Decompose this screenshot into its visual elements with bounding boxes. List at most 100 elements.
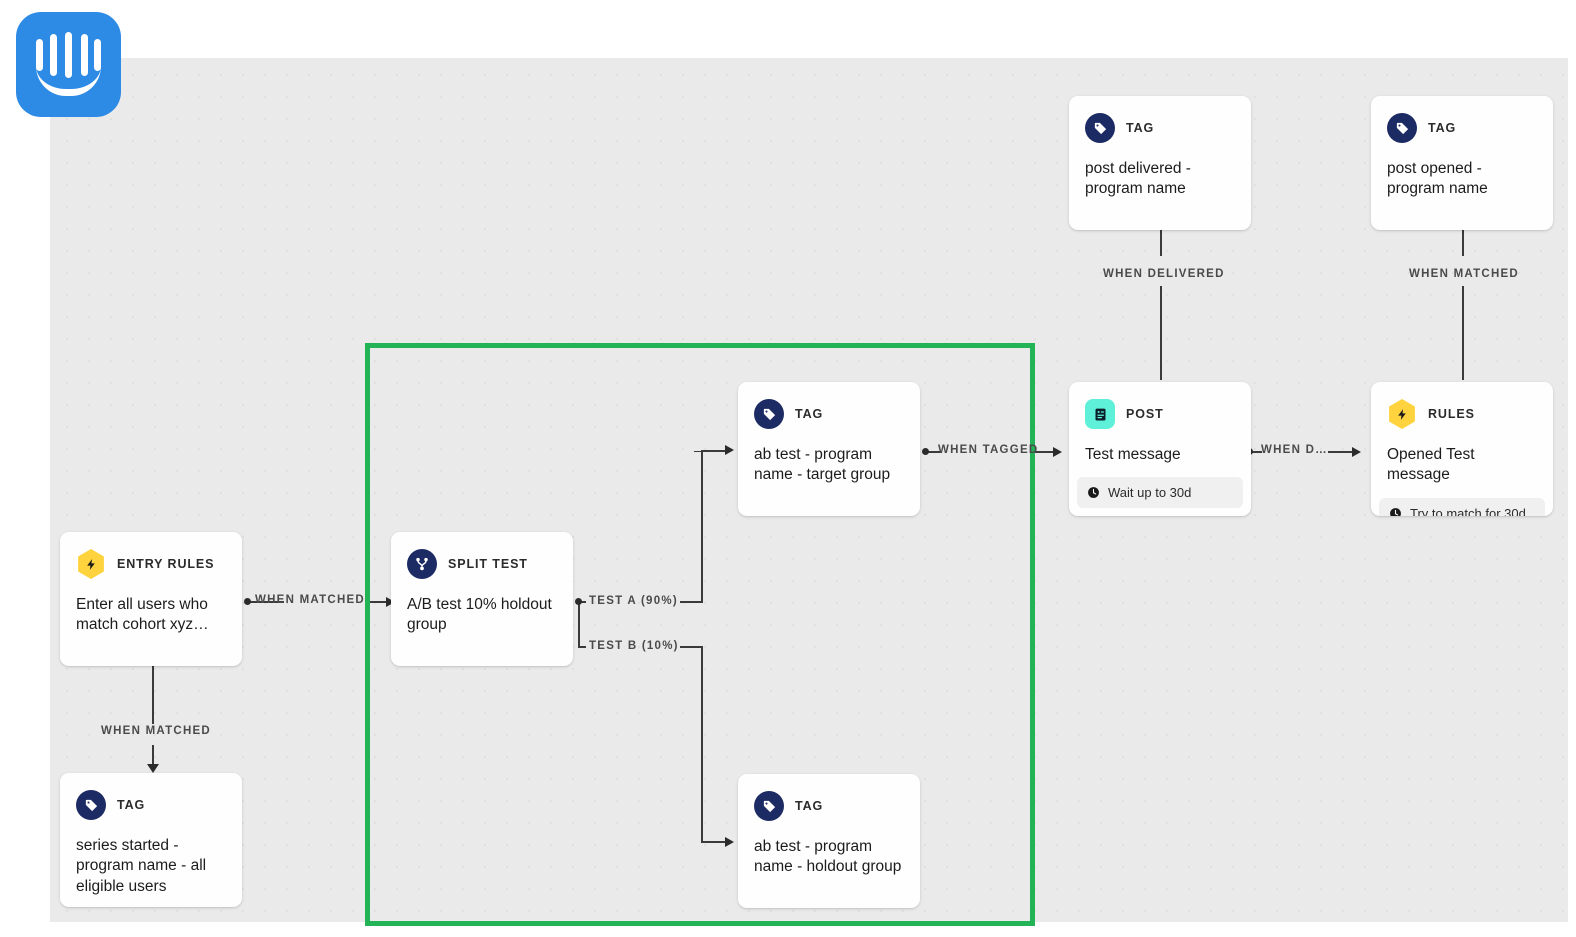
node-post-kind: POST: [1126, 407, 1164, 421]
node-post-footer: Wait up to 30d: [1077, 477, 1243, 509]
edge-line-postrules-a: [1252, 451, 1262, 453]
node-ab-target-tag-header: TAG: [754, 399, 904, 429]
node-series-started-tag-title: series started - program name - all elig…: [76, 837, 207, 895]
edge-arrow-entry-split: [386, 596, 395, 607]
edge-line-test-b-v: [701, 646, 703, 842]
lightning-bolt-icon: [78, 549, 104, 579]
edge-label-entry-series: WHEN MATCHED: [101, 725, 211, 737]
edge-label-when-matched-opened: WHEN MATCHED: [1409, 268, 1519, 280]
edge-line-opened-a: [1462, 286, 1464, 380]
edge-label-test-b: TEST B (10%): [589, 640, 679, 652]
node-ab-holdout-tag-body: TAG ab test - program name - holdout gro…: [738, 774, 920, 908]
edge-line-entry-split-a: [250, 601, 284, 603]
node-rules-title: Opened Test message: [1387, 446, 1475, 484]
node-post-delivered-tag[interactable]: TAG post delivered - program name: [1069, 96, 1251, 230]
edge-label-when-delivered: WHEN DELIVERED: [1103, 268, 1225, 280]
edge-line-delivered-a: [1160, 286, 1162, 380]
node-series-started-tag-body: TAG series started - program name - all …: [60, 773, 242, 907]
split-test-highlight-region: [365, 343, 1035, 926]
node-rules-footer-label: Try to match for 30d: [1410, 505, 1526, 516]
intercom-logo-icon[interactable]: [16, 12, 121, 117]
node-post-delivered-tag-header: TAG: [1085, 113, 1235, 143]
node-rules-body: RULES Opened Test message: [1371, 382, 1553, 498]
edge-label-when-delivered-short: WHEN D…: [1261, 444, 1328, 456]
node-post-header: POST: [1085, 399, 1235, 429]
clock-icon: [1389, 507, 1402, 516]
node-ab-target-tag-kind: TAG: [795, 407, 824, 421]
edge-line-test-b-h: [680, 646, 702, 648]
edge-line-test-a-v: [701, 451, 703, 603]
node-rules-header: RULES: [1387, 399, 1537, 429]
edge-line-test-a-h: [680, 601, 702, 603]
node-post-opened-tag-header: TAG: [1387, 113, 1537, 143]
node-post-delivered-tag-kind: TAG: [1126, 121, 1155, 135]
node-ab-target-tag-title: ab test - program name - target group: [754, 446, 891, 484]
node-ab-target-tag[interactable]: TAG ab test - program name - target grou…: [738, 382, 920, 516]
node-post-opened-tag[interactable]: TAG post opened - program name: [1371, 96, 1553, 230]
node-post-opened-tag-title: post opened - program name: [1387, 160, 1488, 198]
edge-line-entry-series-b: [152, 745, 154, 769]
node-split-test-title: A/B test 10% holdout group: [407, 596, 552, 634]
node-entry-rules-header: ENTRY RULES: [76, 549, 226, 579]
edge-line-entry-series-a: [152, 666, 154, 724]
node-entry-rules-title: Enter all users who match cohort xyz…: [76, 596, 209, 634]
tag-icon: [76, 790, 106, 820]
node-post-footer-label: Wait up to 30d: [1108, 485, 1192, 501]
tag-icon: [1085, 113, 1115, 143]
edge-line-test-b-bottom: [701, 841, 731, 843]
node-split-test-kind: SPLIT TEST: [448, 557, 528, 571]
tag-icon: [754, 791, 784, 821]
edge-label-entry-split: WHEN MATCHED: [255, 594, 365, 606]
lightning-bolt-icon: [1389, 399, 1415, 429]
edge-line-split-a-stub: [578, 601, 586, 603]
edge-line-entry-split-b: [368, 601, 392, 603]
node-series-started-tag-kind: TAG: [117, 798, 146, 812]
node-post[interactable]: POST Test message Wait up to 30d: [1069, 382, 1251, 516]
node-post-opened-tag-kind: TAG: [1428, 121, 1457, 135]
split-branch-icon: [407, 549, 437, 579]
node-ab-holdout-tag-title: ab test - program name - holdout group: [754, 838, 902, 876]
node-entry-rules[interactable]: ENTRY RULES Enter all users who match co…: [60, 532, 242, 666]
edge-source-dot-tagged: [922, 448, 929, 455]
edge-line-split-bracket: [578, 601, 580, 647]
intercom-logo-smile: [36, 66, 101, 96]
node-ab-holdout-tag-kind: TAG: [795, 799, 824, 813]
node-rules[interactable]: RULES Opened Test message Try to match f…: [1371, 382, 1553, 516]
node-entry-rules-kind: ENTRY RULES: [117, 557, 215, 571]
edge-arrow-postrules: [1352, 446, 1361, 457]
node-post-opened-tag-body: TAG post opened - program name: [1371, 96, 1553, 230]
node-post-title: Test message: [1085, 446, 1181, 463]
node-entry-rules-body: ENTRY RULES Enter all users who match co…: [60, 532, 242, 666]
node-post-body: POST Test message: [1069, 382, 1251, 477]
clock-icon: [1087, 486, 1100, 499]
edge-source-dot-entry-split: [244, 598, 251, 605]
node-post-delivered-tag-title: post delivered - program name: [1085, 160, 1191, 198]
node-series-started-tag[interactable]: TAG series started - program name - all …: [60, 773, 242, 907]
node-rules-footer: Try to match for 30d: [1379, 497, 1545, 516]
node-series-started-tag-header: TAG: [76, 790, 226, 820]
flow-canvas[interactable]: WHEN MATCHED WHEN MATCHED TEST A (90%) T…: [50, 58, 1568, 926]
node-split-test-body: SPLIT TEST A/B test 10% holdout group: [391, 532, 573, 666]
edge-arrow-tagged: [1053, 446, 1062, 457]
node-ab-holdout-tag-header: TAG: [754, 791, 904, 821]
tag-icon: [1387, 113, 1417, 143]
edge-source-dot-split: [575, 598, 582, 605]
edge-label-when-tagged: WHEN TAGGED: [938, 444, 1039, 456]
edge-line-test-a-top: [701, 450, 731, 452]
edge-line-tagged-b: [1035, 451, 1059, 453]
edge-arrow-test-b: [725, 836, 734, 847]
edge-line-tagged-a: [928, 451, 940, 453]
edge-label-test-a: TEST A (90%): [589, 595, 678, 607]
node-rules-kind: RULES: [1428, 407, 1475, 421]
edge-line-split-b-stub: [578, 646, 586, 648]
intercom-logo-bars: [16, 12, 121, 117]
edge-arrow-entry-series: [147, 764, 159, 773]
node-split-test-header: SPLIT TEST: [407, 549, 557, 579]
node-ab-holdout-tag[interactable]: TAG ab test - program name - holdout gro…: [738, 774, 920, 908]
node-split-test[interactable]: SPLIT TEST A/B test 10% holdout group: [391, 532, 573, 666]
node-ab-target-tag-body: TAG ab test - program name - target grou…: [738, 382, 920, 516]
post-document-icon: [1085, 399, 1115, 429]
edge-line-postrules-b: [1328, 451, 1358, 453]
edge-arrow-test-a: [725, 445, 734, 455]
